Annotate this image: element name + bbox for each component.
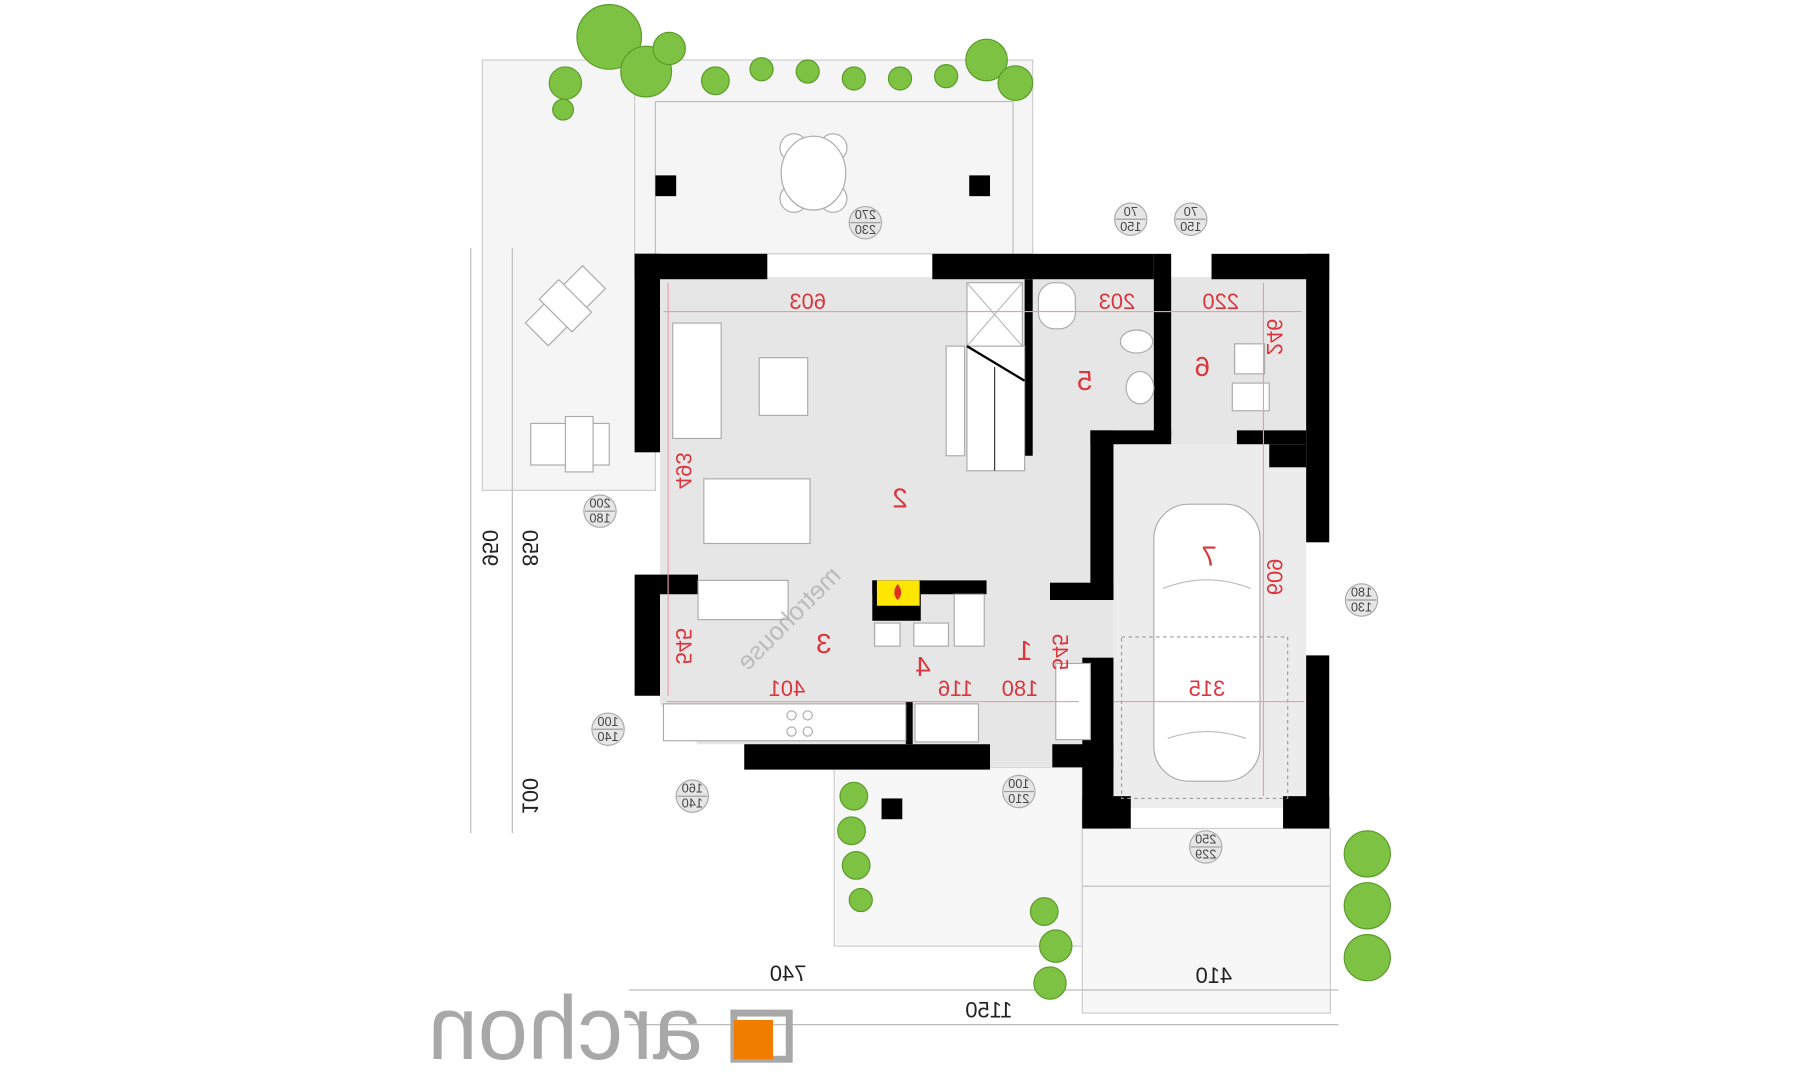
dim-living-width: 603 [789, 289, 826, 314]
window-tag-bottom: 150 [1180, 220, 1201, 234]
window-tag-bottom: 230 [855, 223, 876, 237]
window-tag-top: 100 [597, 715, 618, 729]
window-tag-top: 270 [855, 208, 876, 222]
room-number-3: 3 [816, 628, 831, 659]
sofa [672, 322, 722, 440]
stove-burner [802, 726, 813, 737]
dimension-lines [663, 282, 1304, 797]
sun-lounger [524, 264, 607, 347]
window-tag-top: 100 [1008, 777, 1029, 791]
window-tag-top: 200 [589, 497, 610, 511]
dim-kitchen-depth: 545 [671, 628, 696, 665]
window-tag-bottom: 180 [589, 512, 610, 526]
stove-burner [786, 726, 797, 737]
kitchen-island [697, 579, 789, 621]
flame-icon [894, 583, 902, 600]
window-tag-top: 160 [682, 782, 703, 796]
dim-total-depth: 950 [477, 530, 502, 567]
dim-garage-width: 315 [1189, 676, 1226, 701]
pantry-shelf [914, 703, 980, 743]
garage-door-outline [1120, 636, 1289, 800]
bathtub [1037, 282, 1076, 330]
fireplace [872, 580, 987, 647]
window-tag-top: 250 [1195, 832, 1216, 846]
car [1153, 503, 1261, 782]
garden-table [779, 133, 848, 213]
window-tag-bottom: 210 [1008, 792, 1029, 806]
window-tag-bottom: 150 [1120, 220, 1141, 234]
dim-hall-depth: 545 [1047, 634, 1072, 671]
window-tag-top: 70 [1124, 205, 1138, 219]
kitchen-counter [662, 703, 907, 742]
archon-logo: archon [428, 979, 793, 1079]
plants [548, 4, 1391, 1000]
washing-machine [1234, 343, 1266, 375]
pillar [881, 798, 903, 820]
window-tag-top: 70 [1184, 205, 1198, 219]
dim-total-width: 1150 [965, 998, 1012, 1023]
dim-house-depth: 850 [518, 530, 543, 567]
sun-lounger [530, 415, 610, 473]
window-tag-bottom: 140 [682, 797, 703, 811]
stove-burner [802, 710, 813, 721]
dim-bath-width: 203 [1099, 289, 1136, 314]
washbasin [1125, 370, 1155, 405]
logo-text: archon [428, 979, 703, 1079]
room-number-6: 6 [1195, 351, 1210, 382]
pillar [655, 175, 677, 197]
stairs [945, 282, 1026, 472]
dining-table [703, 478, 811, 545]
dim-living-depth: 493 [671, 452, 696, 489]
dim-utility-depth: 246 [1262, 319, 1287, 356]
window-tags: 270 230 70 150 70 150 200 180 180 130 10… [583, 202, 1379, 864]
dim-utility-width: 220 [1202, 289, 1239, 314]
dim-kitchen-width: 401 [769, 676, 806, 701]
window-tag-bottom: 140 [597, 730, 618, 744]
dim-pantry-width: 116 [938, 676, 973, 701]
dim-hall-width: 180 [1002, 676, 1039, 701]
toilet [1119, 329, 1154, 354]
dim-garage-depth: 609 [1262, 559, 1287, 596]
room-number-2: 2 [892, 483, 907, 514]
stove-burner [786, 710, 797, 721]
dim-garage-total-width: 410 [1196, 963, 1233, 988]
window-tag-top: 180 [1351, 586, 1372, 600]
room-number-7: 7 [1202, 540, 1217, 571]
window-tag-bottom: 130 [1351, 601, 1372, 615]
armchair [758, 357, 809, 416]
room-number-5: 5 [1077, 365, 1092, 396]
dim-porch-depth: 100 [518, 778, 543, 815]
room-number-1: 1 [1017, 635, 1032, 666]
dim-left-width: 740 [770, 961, 807, 986]
room-number-4: 4 [915, 651, 930, 682]
pillar [969, 175, 990, 197]
window-tag-bottom: 229 [1195, 847, 1216, 861]
